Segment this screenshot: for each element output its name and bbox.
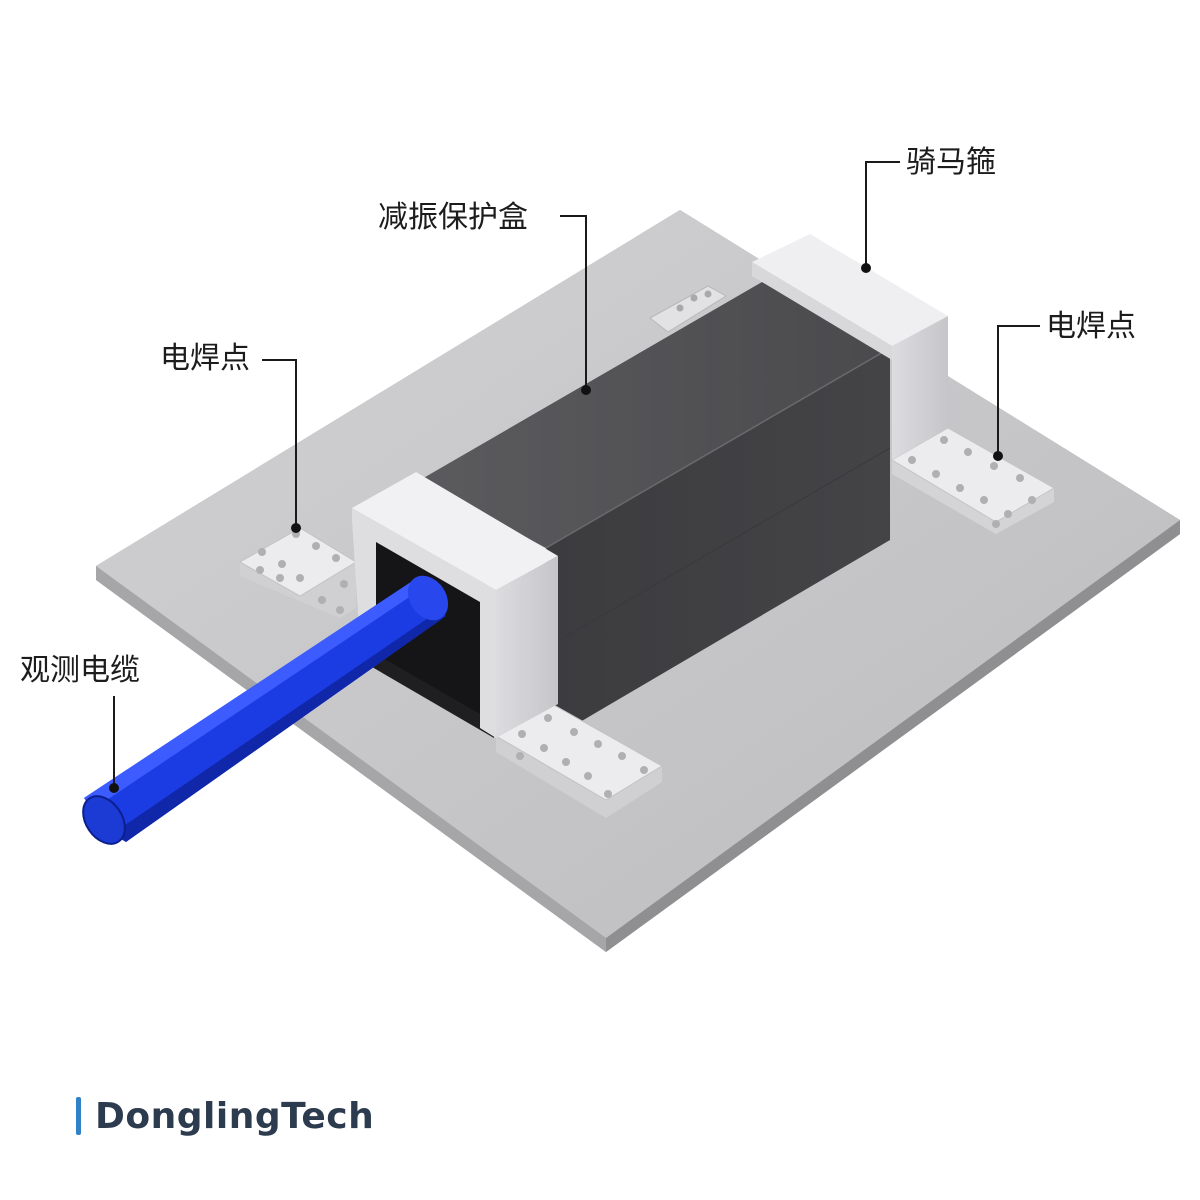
weld-dots-front: [516, 714, 648, 798]
brand-logo: DonglingTech: [76, 1094, 374, 1138]
label-weld-point-left: 电焊点: [160, 341, 250, 376]
damping-protection-box: [420, 282, 891, 742]
callout-cable: 观测电缆: [20, 653, 140, 793]
observation-cable: [82, 575, 449, 845]
callout-weld-point-right: 电焊点: [993, 309, 1136, 461]
brand-name: DonglingTech: [95, 1095, 375, 1137]
label-cable: 观测电缆: [20, 653, 140, 688]
label-weld-point-right: 电焊点: [1046, 309, 1136, 344]
saddle-clamp-front: [352, 472, 663, 818]
label-damping-box: 减振保护盒: [378, 200, 528, 235]
weld-tab-front-left: [238, 527, 357, 618]
callout-damping-box: 减振保护盒: [378, 200, 591, 395]
callout-weld-point-left: 电焊点: [160, 341, 301, 533]
label-saddle-clamp: 骑马箍: [906, 145, 996, 180]
callout-saddle-clamp: 骑马箍: [861, 145, 996, 273]
brand-accent-bar: [76, 1097, 81, 1135]
weld-dots-back-right: [908, 436, 1036, 528]
weld-tab-back-left: [649, 285, 727, 333]
saddle-clamp-back: [752, 234, 1056, 534]
